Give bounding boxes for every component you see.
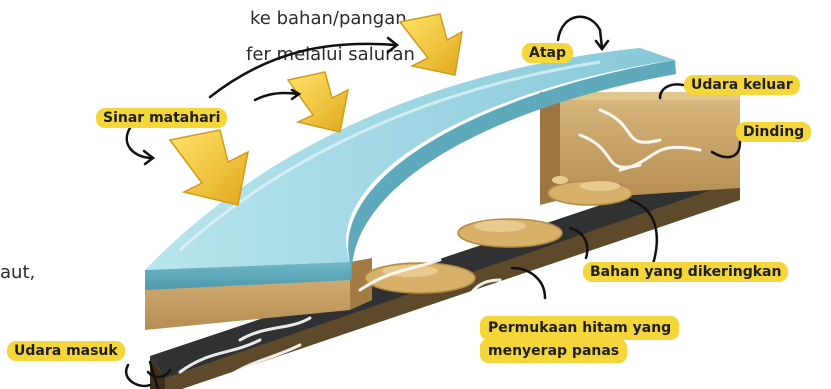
- label-udara-masuk: Udara masuk: [7, 341, 125, 361]
- label-sinar-matahari: Sinar matahari: [96, 108, 227, 128]
- label-udara-keluar: Udara keluar: [684, 75, 800, 95]
- label-dinding: Dinding: [736, 122, 811, 142]
- label-permukaan-line-1: Permukaan hitam yang: [480, 316, 679, 340]
- label-bahan-dikeringkan: Bahan yang dikeringkan: [583, 262, 788, 282]
- label-atap: Atap: [522, 43, 573, 63]
- label-permukaan-line-2: menyerap panas: [480, 339, 627, 363]
